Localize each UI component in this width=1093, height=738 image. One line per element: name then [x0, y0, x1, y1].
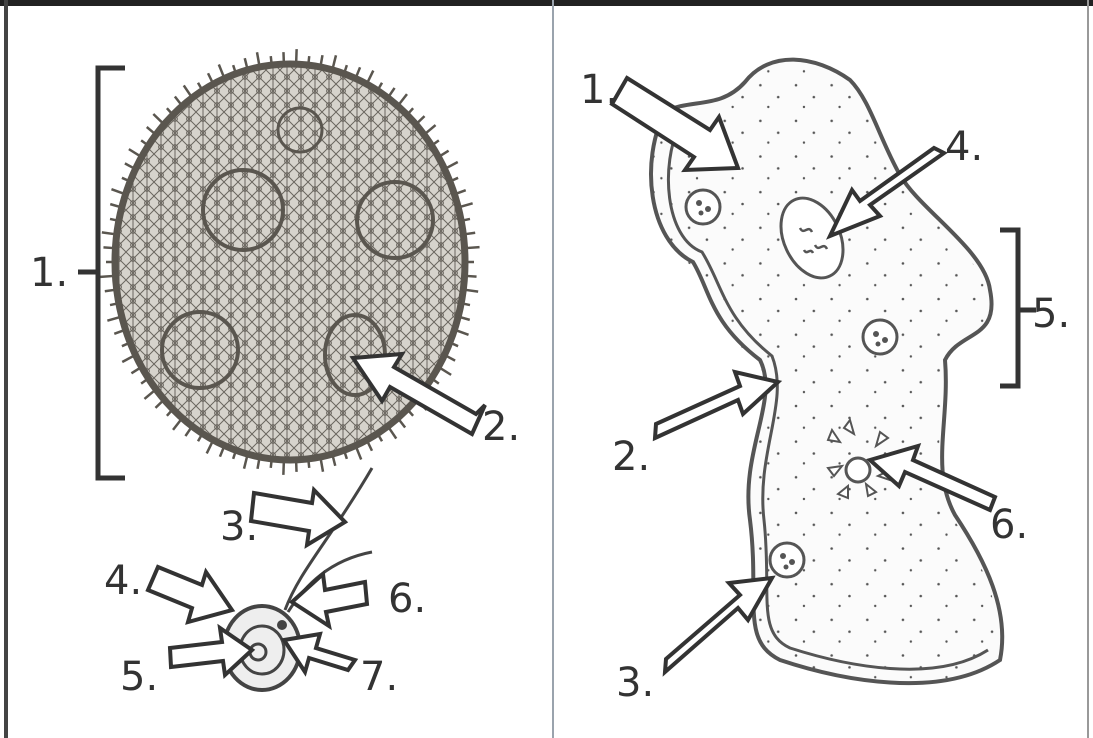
cilium [465, 247, 480, 248]
left-label-7: 7. [360, 654, 398, 700]
cilium [416, 116, 425, 124]
cilium [438, 367, 451, 375]
cilium [388, 426, 396, 438]
right-label-6: 6. [990, 502, 1028, 548]
right-label-2: 2. [612, 434, 650, 480]
right-label-5: 5. [1032, 291, 1070, 337]
right-label-1: 1. [580, 67, 618, 113]
cilium [463, 233, 475, 235]
left-label-1: 1. [30, 250, 68, 296]
cilium [308, 459, 309, 468]
cilium [144, 389, 155, 399]
arrow-left-4 [148, 567, 232, 622]
cilium [283, 460, 284, 475]
cilium [184, 85, 192, 97]
cilium [424, 125, 435, 135]
cilium [296, 49, 297, 64]
cilium [398, 94, 407, 106]
arrow-left-6 [292, 574, 367, 626]
cilium [153, 114, 164, 124]
cilium [173, 418, 182, 430]
volvox-colony [100, 49, 479, 475]
arrow-left-3 [251, 490, 345, 545]
left-label-3: 3. [220, 504, 258, 550]
cilium [103, 247, 115, 248]
cilium [271, 56, 272, 65]
left-label-2: 2. [482, 404, 520, 450]
cilium [105, 290, 117, 292]
cilium [465, 276, 477, 277]
cilium [308, 56, 309, 65]
right-label-3: 3. [616, 660, 654, 706]
cilium [100, 276, 115, 277]
cilium [155, 400, 164, 408]
right-label-4: 4. [945, 124, 983, 170]
cilium [271, 459, 272, 468]
cilium [129, 149, 142, 157]
left-label-5: 5. [120, 654, 158, 700]
bracket-pseudopod [1000, 230, 1036, 386]
left-label-6: 6. [388, 576, 426, 622]
left-label-4: 4. [104, 558, 142, 604]
